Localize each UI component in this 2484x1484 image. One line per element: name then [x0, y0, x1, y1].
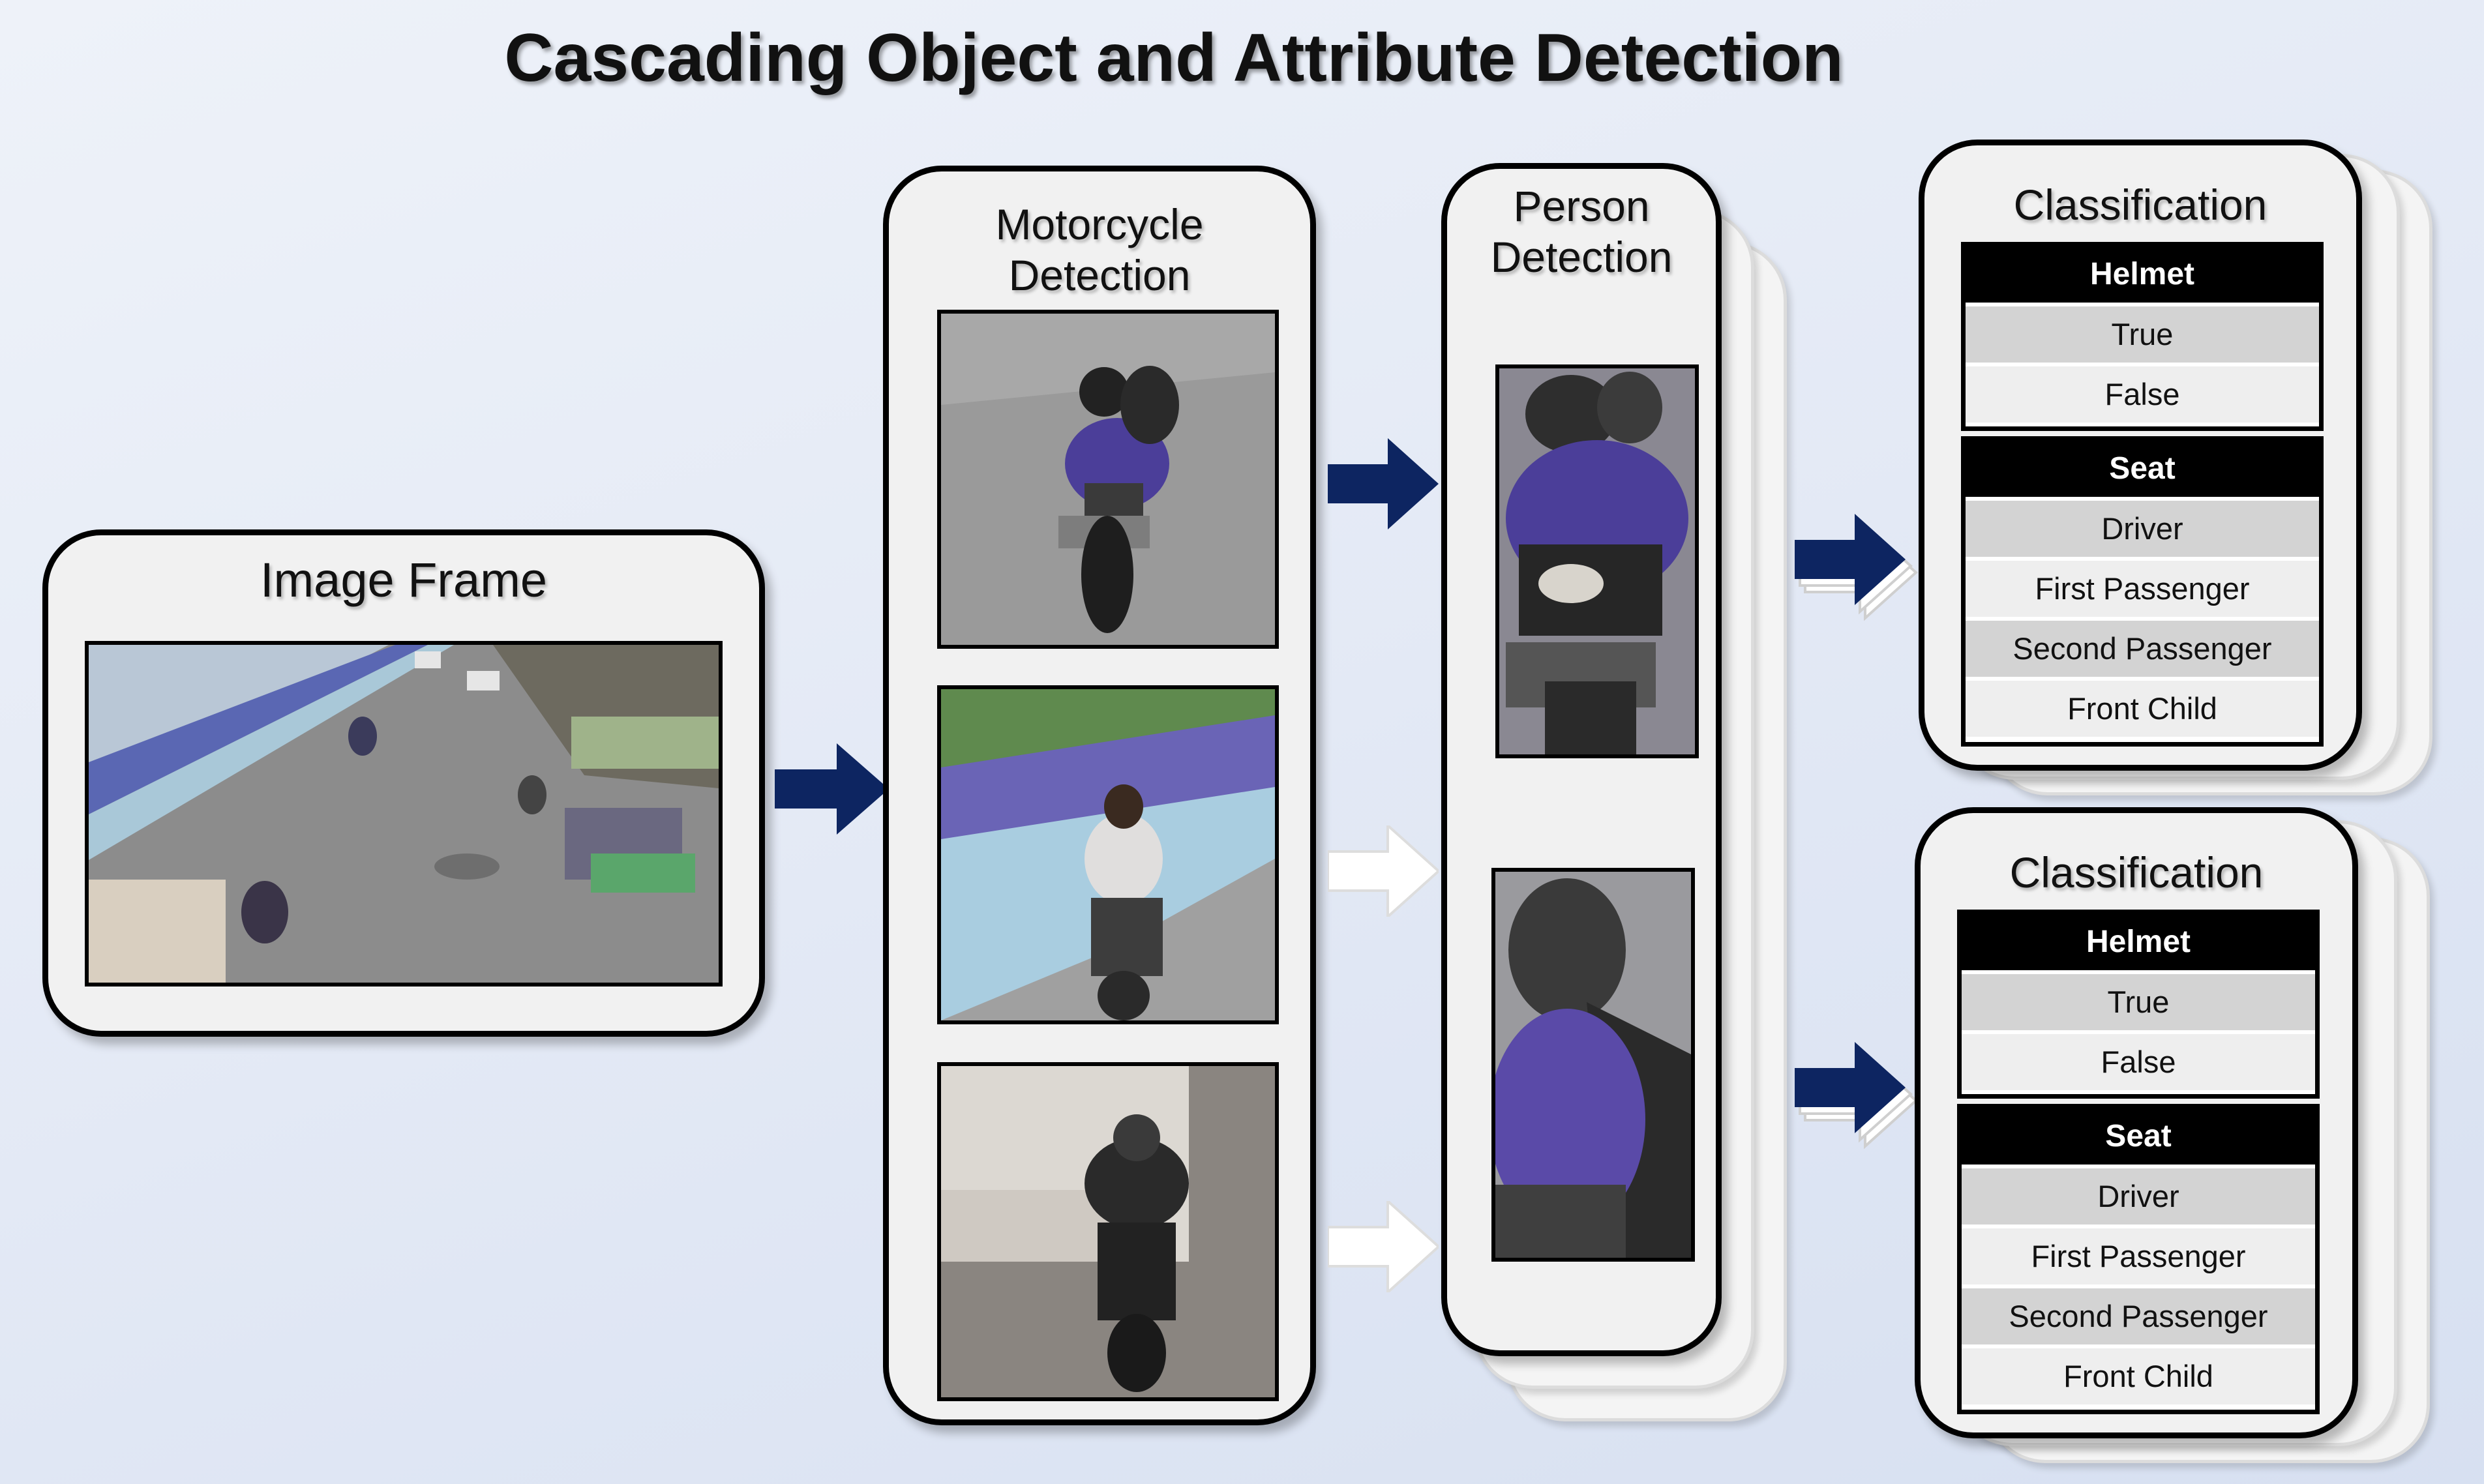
motorcycle-detection-label: Motorcycle Detection: [889, 199, 1310, 301]
motorcycle-detection-label-line2: Detection: [1008, 251, 1191, 299]
seat-option-driver: Driver: [1966, 497, 2319, 557]
street-scene-image: [85, 641, 723, 987]
seat-option-second-passenger: Second Passenger: [1962, 1284, 2315, 1344]
classification-top-label: Classification: [2013, 181, 2267, 229]
helmet-option-true: True: [1966, 303, 2319, 363]
seat-option-driver: Driver: [1962, 1165, 2315, 1224]
person-crop-image-2: [1491, 868, 1695, 1262]
helmet-header: Helmet: [1962, 914, 2315, 970]
arrow-right-icon: [775, 743, 889, 835]
arrow-right-icon: [1328, 825, 1439, 917]
seat-table-top: Seat Driver First Passenger Second Passe…: [1961, 436, 2324, 747]
image-frame-label: Image Frame: [260, 553, 548, 607]
seat-option-front-child: Front Child: [1966, 677, 2319, 737]
person-detection-label-line2: Detection: [1490, 233, 1673, 281]
person-detection-panel: Person Detection: [1441, 163, 1722, 1356]
arrow-right-icon: [1795, 514, 1918, 621]
motorcycle-crop-image-2: [937, 685, 1279, 1024]
arrow-right-icon: [1328, 1201, 1439, 1292]
classification-top-panel: Classification Helmet True False Seat Dr…: [1919, 140, 2362, 771]
helmet-header: Helmet: [1966, 246, 2319, 303]
helmet-table-top: Helmet True False: [1961, 242, 2324, 431]
person-detection-label: Person Detection: [1447, 181, 1716, 282]
helmet-option-false: False: [1966, 363, 2319, 423]
seat-table-bottom: Seat Driver First Passenger Second Passe…: [1957, 1104, 2320, 1414]
diagram-title: Cascading Object and Attribute Detection: [504, 20, 1844, 96]
helmet-option-false: False: [1962, 1030, 2315, 1090]
arrow-right-icon: [1328, 438, 1439, 529]
motorcycle-crop-image-1: [937, 310, 1279, 649]
classification-bottom-panel: Classification Helmet True False Seat Dr…: [1915, 807, 2358, 1438]
motorcycle-detection-panel: Motorcycle Detection: [883, 166, 1316, 1425]
arrow-right-icon: [1795, 1042, 1918, 1150]
helmet-option-true: True: [1962, 970, 2315, 1030]
person-detection-label-line1: Person: [1513, 182, 1650, 230]
seat-option-first-passenger: First Passenger: [1962, 1224, 2315, 1284]
helmet-table-bottom: Helmet True False: [1957, 910, 2320, 1099]
seat-header: Seat: [1966, 441, 2319, 497]
classification-bottom-label: Classification: [2009, 848, 2264, 897]
motorcycle-crop-image-3: [937, 1062, 1279, 1401]
image-frame-panel: Image Frame: [42, 529, 765, 1037]
seat-option-first-passenger: First Passenger: [1966, 557, 2319, 617]
seat-option-second-passenger: Second Passenger: [1966, 617, 2319, 677]
motorcycle-detection-label-line1: Motorcycle: [995, 200, 1204, 248]
person-crop-image-1: [1495, 364, 1699, 758]
seat-option-front-child: Front Child: [1962, 1344, 2315, 1404]
seat-header: Seat: [1962, 1108, 2315, 1165]
